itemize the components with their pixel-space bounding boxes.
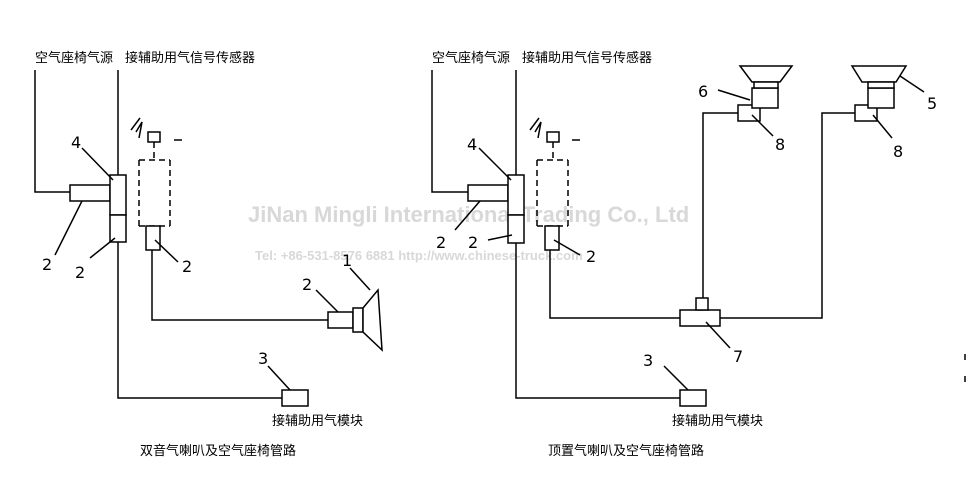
right-callout-3: 3 xyxy=(643,351,653,370)
roof-horn-5-icon xyxy=(850,65,908,83)
left-callout-4: 4 xyxy=(71,133,81,152)
left-callout-2c: 2 xyxy=(182,257,192,276)
right-callout-8b: 8 xyxy=(893,142,903,161)
right-callout-7: 7 xyxy=(733,347,743,366)
right-air-seat-pipe xyxy=(431,70,468,193)
right-label-air-seat-source: 空气座椅气源 xyxy=(432,50,510,66)
right-aux-module xyxy=(679,389,707,407)
right-tee-7 xyxy=(679,309,721,327)
right-caption: 顶置气喇叭及空气座椅管路 xyxy=(548,443,704,459)
right-callout-8a: 8 xyxy=(775,135,785,154)
right-solenoid-icon xyxy=(546,131,560,143)
watermark-contact: Tel: +86-531-8576 6881 http://www.chines… xyxy=(255,248,583,263)
left-label-air-seat-source: 空气座椅气源 xyxy=(35,50,113,66)
right-label-aux-module: 接辅助用气模块 xyxy=(672,413,763,429)
right-valve-outline xyxy=(536,142,569,227)
right-fitting-2a xyxy=(467,184,509,202)
roof-horn-6-icon xyxy=(738,65,794,83)
right-callout-5: 5 xyxy=(927,94,937,113)
left-fitting-2c xyxy=(145,225,161,251)
left-label-aux-sensor: 接辅助用气信号传感器 xyxy=(125,50,255,66)
right-signal-icon xyxy=(529,117,542,139)
left-solenoid-icon xyxy=(147,131,161,143)
right-diagram: 空气座椅气源 接辅助用气信号传感器 接辅助用气模块 xyxy=(431,50,937,459)
left-horn-pipe xyxy=(151,250,328,321)
right-callout-4: 4 xyxy=(467,135,477,154)
left-fitting-2b xyxy=(109,214,127,243)
right-label-aux-sensor: 接辅助用气信号传感器 xyxy=(522,50,652,66)
left-callout-2d: 2 xyxy=(302,275,312,294)
left-caption: 双音气喇叭及空气座椅管路 xyxy=(140,443,296,459)
right-elbow-8b xyxy=(854,104,878,122)
left-callout-2a: 2 xyxy=(42,255,52,274)
left-module-pipe xyxy=(117,242,282,399)
right-tee-4 xyxy=(507,174,525,216)
left-tee-4 xyxy=(109,174,127,216)
left-fitting-2d xyxy=(327,311,354,329)
left-aux-module xyxy=(281,389,309,407)
right-horn6-pipe xyxy=(702,112,738,300)
left-callout-1: 1 xyxy=(342,251,352,270)
right-callout-6: 6 xyxy=(698,82,708,101)
right-horn5-pipe xyxy=(720,112,855,319)
left-label-aux-module: 接辅助用气模块 xyxy=(272,413,363,429)
left-valve-outline xyxy=(138,142,171,227)
right-fitting-2b xyxy=(507,214,525,244)
right-callout-2c: 2 xyxy=(586,247,596,266)
horn-icon xyxy=(362,288,383,352)
left-callout-3: 3 xyxy=(258,349,268,368)
right-callout-2a: 2 xyxy=(436,233,446,252)
left-fitting-2a xyxy=(69,184,111,202)
right-module-pipe xyxy=(515,243,680,399)
left-diagram: 空气座椅气源 接辅助用气信号传感器 接辅助用气模块 4 2 2 2 xyxy=(34,50,383,459)
left-callout-2b: 2 xyxy=(75,263,85,282)
right-callout-2b: 2 xyxy=(468,233,478,252)
right-fitting-2c xyxy=(544,225,560,251)
right-horn-pipe xyxy=(549,250,680,319)
left-signal-icon xyxy=(130,117,143,139)
left-air-seat-pipe xyxy=(34,70,70,193)
